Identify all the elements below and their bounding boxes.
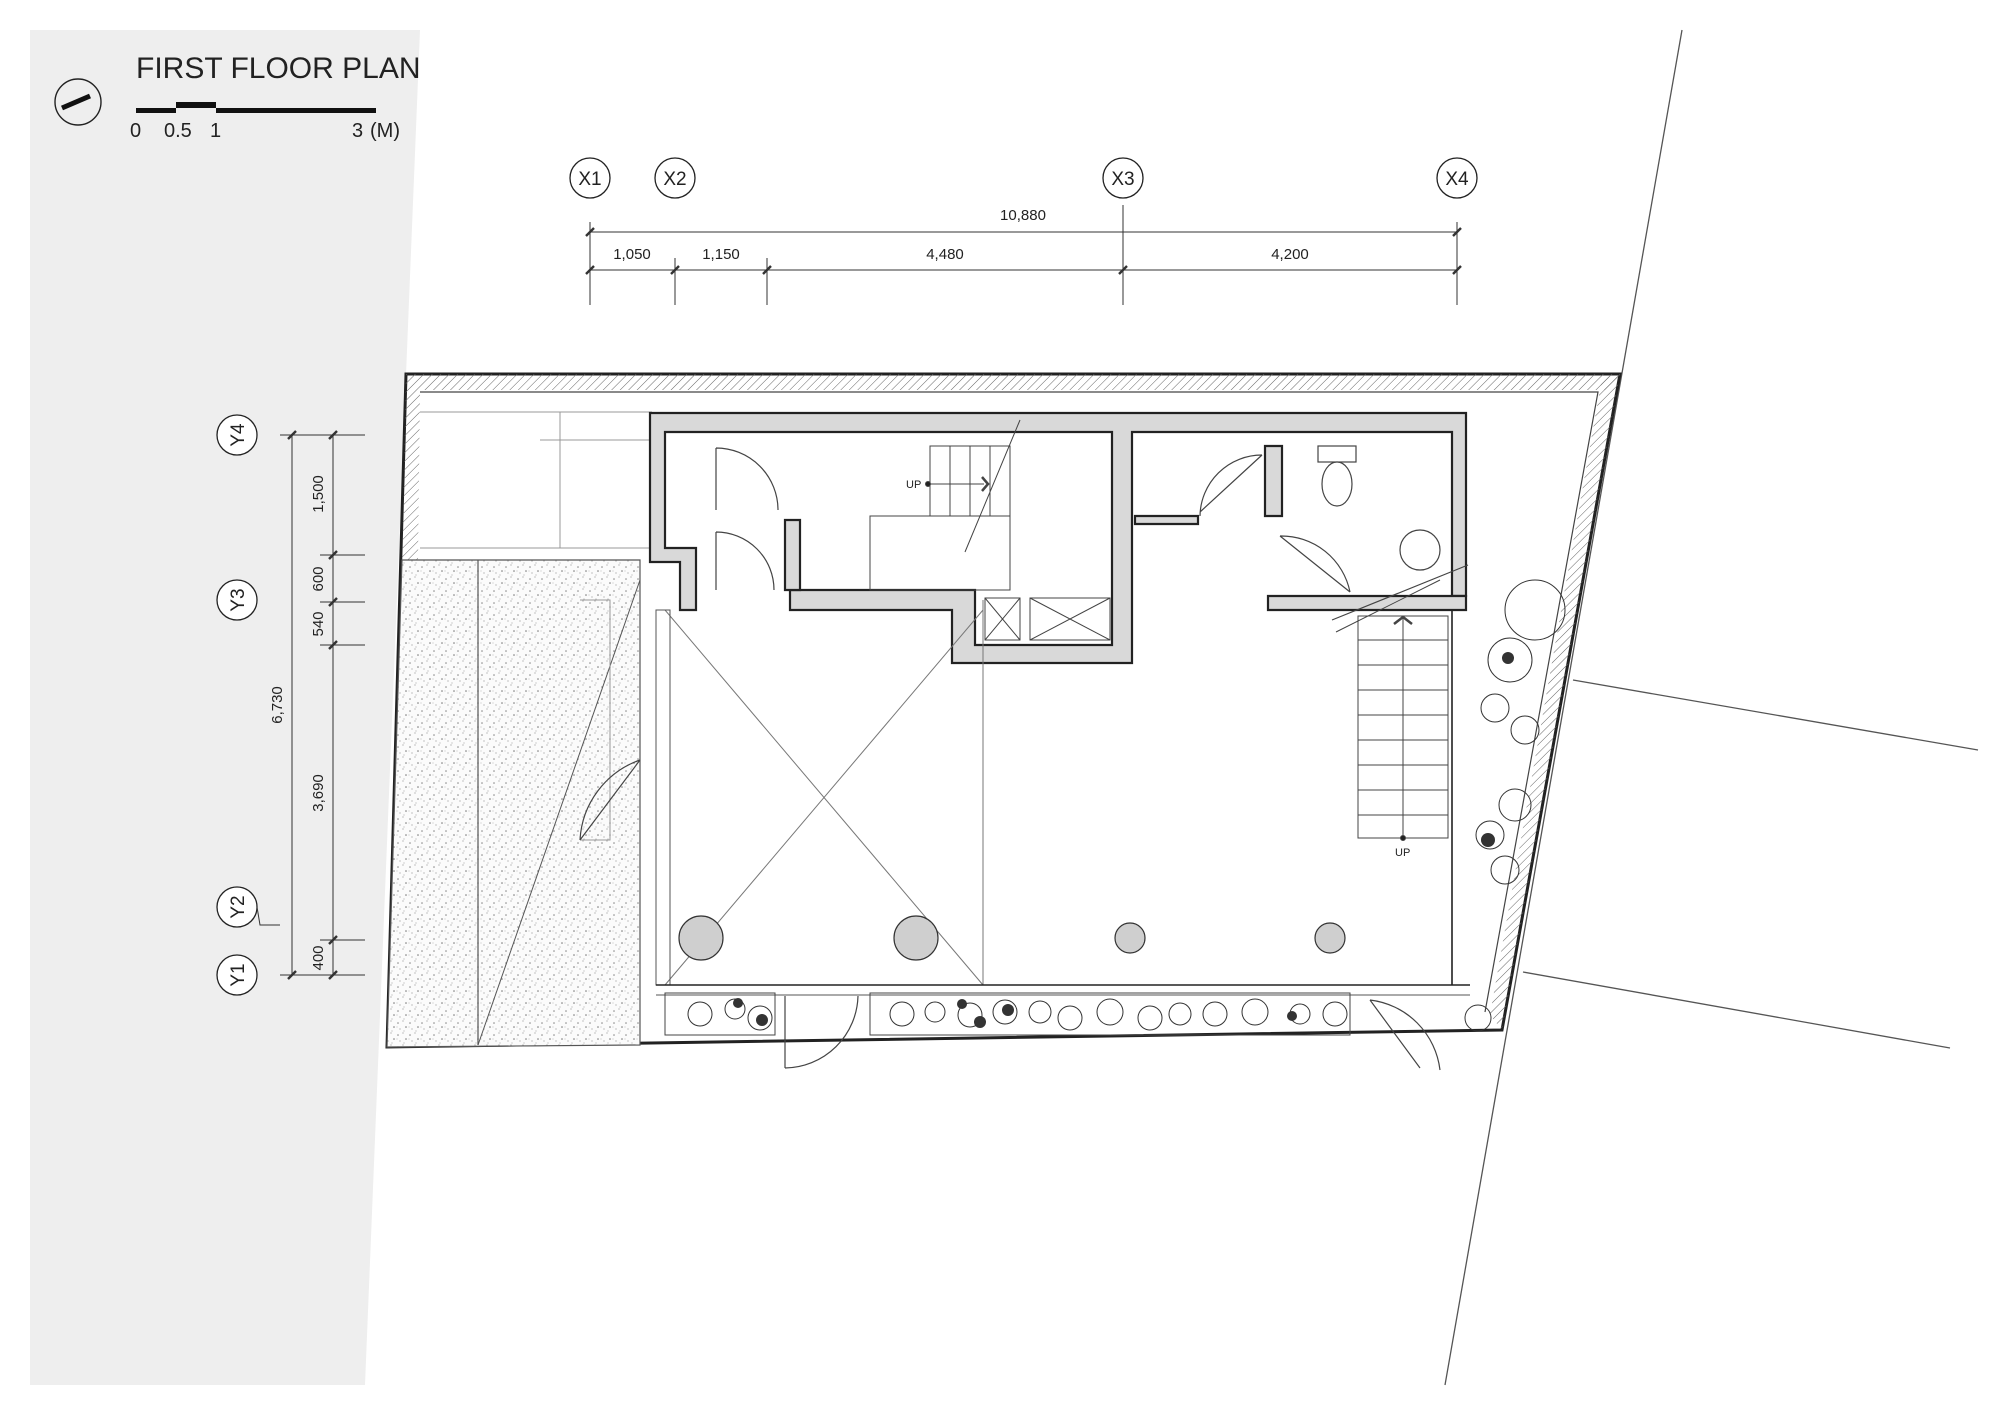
scale-label-1: 1	[210, 120, 221, 142]
scale-unit: (M)	[370, 120, 400, 142]
planting-shrubs	[687, 579, 1566, 1032]
dim-y-seg-3690: 3,690	[310, 774, 327, 812]
parking-paving	[386, 559, 641, 1048]
x-dimension-lines	[585, 205, 1462, 305]
stair-up-label-lower: UP	[1395, 847, 1410, 859]
dim-y-seg-400: 400	[310, 945, 327, 970]
dim-y-seg-600: 600	[310, 566, 327, 591]
y-dimension-lines	[256, 430, 365, 980]
outer-wall-hatch	[406, 374, 1620, 390]
hall-void	[655, 600, 1470, 996]
grid-x4: X4	[1445, 169, 1469, 190]
dim-x-total: 10,880	[1000, 207, 1046, 224]
upper-stair	[869, 419, 1111, 641]
neighbour-site-left	[30, 30, 420, 1385]
light-lines	[420, 411, 652, 841]
dim-y-seg-540: 540	[310, 611, 327, 636]
lower-stair	[1335, 579, 1449, 841]
grid-x1: X1	[578, 169, 601, 190]
scale-label-3: 3	[352, 120, 363, 142]
north-arrow	[54, 78, 102, 126]
columns	[678, 915, 1346, 961]
scale-label-0: 0	[130, 120, 141, 142]
grid-y2: Y2	[228, 895, 249, 918]
property-lines	[1444, 29, 1979, 1386]
y-grid-bubbles	[216, 414, 258, 996]
dim-y-seg-1500: 1,500	[310, 475, 327, 513]
dim-x-seg-1: 1,050	[613, 246, 651, 263]
x-grid-bubbles	[569, 157, 1478, 199]
toilet-fixture	[1317, 445, 1469, 621]
scale-bar	[136, 102, 376, 113]
dim-x-seg-2: 1,150	[702, 246, 740, 263]
planters	[664, 992, 1351, 1036]
stair-up-label-upper: UP	[906, 479, 921, 491]
doors	[579, 447, 1441, 1071]
scale-label-0.5: 0.5	[164, 120, 192, 142]
dim-x-seg-4: 4,200	[1271, 246, 1309, 263]
drawing-title: FIRST FLOOR PLAN	[136, 52, 421, 85]
grid-x2: X2	[663, 169, 686, 190]
grid-y4: Y4	[228, 423, 249, 447]
grid-y3: Y3	[228, 588, 249, 611]
dim-y-total: 6,730	[269, 686, 286, 724]
grid-y1: Y1	[228, 963, 249, 986]
dim-x-seg-3: 4,480	[926, 246, 964, 263]
grid-x3: X3	[1111, 169, 1134, 190]
